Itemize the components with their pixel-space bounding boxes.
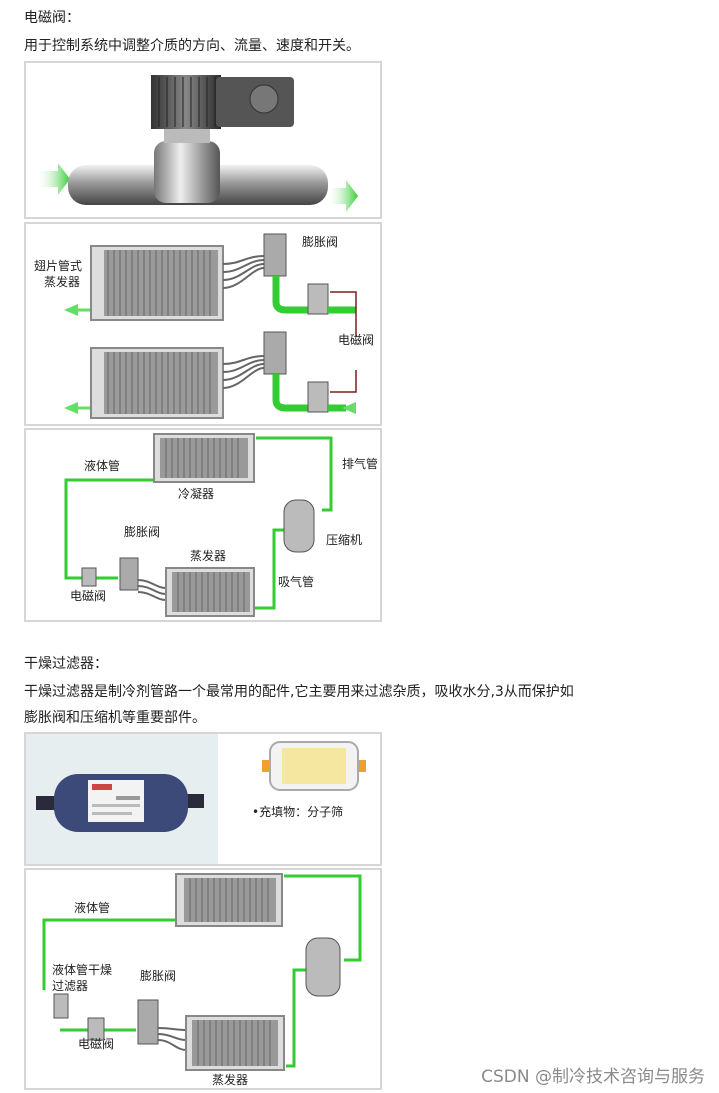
solenoid-valve-image <box>24 61 382 219</box>
filter-drier <box>53 993 69 1019</box>
section-description-filter-drier-line2: 膨胀阀和压缩机等重要部件。 <box>24 710 206 726</box>
filter-drier-left-fitting <box>36 796 56 810</box>
filter-drier-right-fitting <box>186 794 204 808</box>
label-solenoid-valve: 电磁阀 <box>338 332 374 347</box>
solenoid-valve-illustration <box>36 75 358 212</box>
evaporator-fins-1 <box>104 250 218 316</box>
expansion-valve-1 <box>263 233 287 277</box>
valve-body <box>154 141 220 203</box>
section-description-filter-drier-line1: 干燥过滤器是制冷剂管路一个最常用的配件,它主要用来过滤杂质，吸收水分,3从而保护… <box>24 684 574 700</box>
label-fin-tube-evaporator-line2: 蒸发器 <box>44 274 80 289</box>
label-discharge-line: 排气管 <box>342 456 378 471</box>
label-solenoid-valve: 电磁阀 <box>78 1036 114 1051</box>
discharge-line-pipe <box>284 874 362 962</box>
expansion-valve <box>137 999 159 1045</box>
label-condenser: 冷凝器 <box>178 486 214 501</box>
airflow-arrow-1 <box>64 304 78 316</box>
label-filter-drier-line1: 液体管干燥 <box>52 962 112 977</box>
refrigeration-cycle-diagram: 液体管 冷凝器 排气管 膨胀阀 压缩机 蒸发器 吸气管 电磁阀 <box>24 428 382 622</box>
compressor <box>283 499 315 553</box>
airflow-arrow-2 <box>64 402 78 414</box>
molecular-sieve-fill <box>282 748 346 784</box>
label-fin-tube-evaporator-line1: 翅片管式 <box>34 258 82 273</box>
label-expansion-valve: 膨胀阀 <box>302 235 338 249</box>
label-expansion-valve: 膨胀阀 <box>140 969 176 983</box>
suction-line-pipe <box>286 968 308 1068</box>
label-suction-line: 吸气管 <box>278 574 314 589</box>
refrigeration-cycle-filter-diagram: 液体管 液体管干燥 过滤器 膨胀阀 电磁阀 蒸发器 <box>24 868 382 1090</box>
suction-line-pipe <box>254 528 286 610</box>
label-liquid-line: 液体管 <box>84 458 120 473</box>
liquid-line-pipe <box>64 478 154 580</box>
solenoid-valve-1 <box>307 283 329 315</box>
section-title-filter-drier: 干燥过滤器： <box>24 656 108 672</box>
label-evaporator: 蒸发器 <box>190 548 226 563</box>
terminal-box <box>249 84 279 114</box>
evaporator-fins-2 <box>104 352 218 414</box>
discharge-line-pipe <box>256 436 333 512</box>
flow-in-arrow <box>36 163 70 195</box>
expansion-valve-2 <box>263 331 287 375</box>
label-liquid-line: 液体管 <box>74 900 110 915</box>
liquid-line-pipe <box>42 918 176 990</box>
solenoid-valve <box>81 567 97 587</box>
inlet-arrow-2 <box>342 402 356 414</box>
watermark: CSDN @制冷技术咨询与服务 <box>481 1067 705 1087</box>
evaporator-solenoid-diagram: 膨胀阀 翅片管式 蒸发器 电磁阀 <box>24 222 382 426</box>
solenoid-valve-2 <box>307 381 329 413</box>
label-evaporator: 蒸发器 <box>212 1072 248 1087</box>
label-fill-material: •充填物：分子筛 <box>252 804 343 819</box>
filter-section-left-port <box>262 760 272 772</box>
filter-drier-image: •充填物：分子筛 <box>24 732 382 866</box>
compressor <box>305 937 341 997</box>
valve-bonnet <box>164 125 210 143</box>
liquid-pipe-1 <box>272 276 311 314</box>
label-compressor: 压缩机 <box>326 532 362 547</box>
coil-fins <box>151 75 221 129</box>
expansion-valve <box>119 557 139 591</box>
label-solenoid-valve: 电磁阀 <box>70 588 106 603</box>
section-title-solenoid-valve: 电磁阀： <box>24 10 80 26</box>
section-description-solenoid-valve: 用于控制系统中调整介质的方向、流量、速度和开关。 <box>24 38 360 54</box>
liquid-pipe-2 <box>272 374 311 412</box>
flow-out-arrow <box>326 180 358 212</box>
filter-section-right-port <box>356 760 366 772</box>
solenoid-valve <box>87 1017 105 1041</box>
label-expansion-valve: 膨胀阀 <box>124 525 160 539</box>
label-filter-drier-line2: 过滤器 <box>52 979 88 993</box>
